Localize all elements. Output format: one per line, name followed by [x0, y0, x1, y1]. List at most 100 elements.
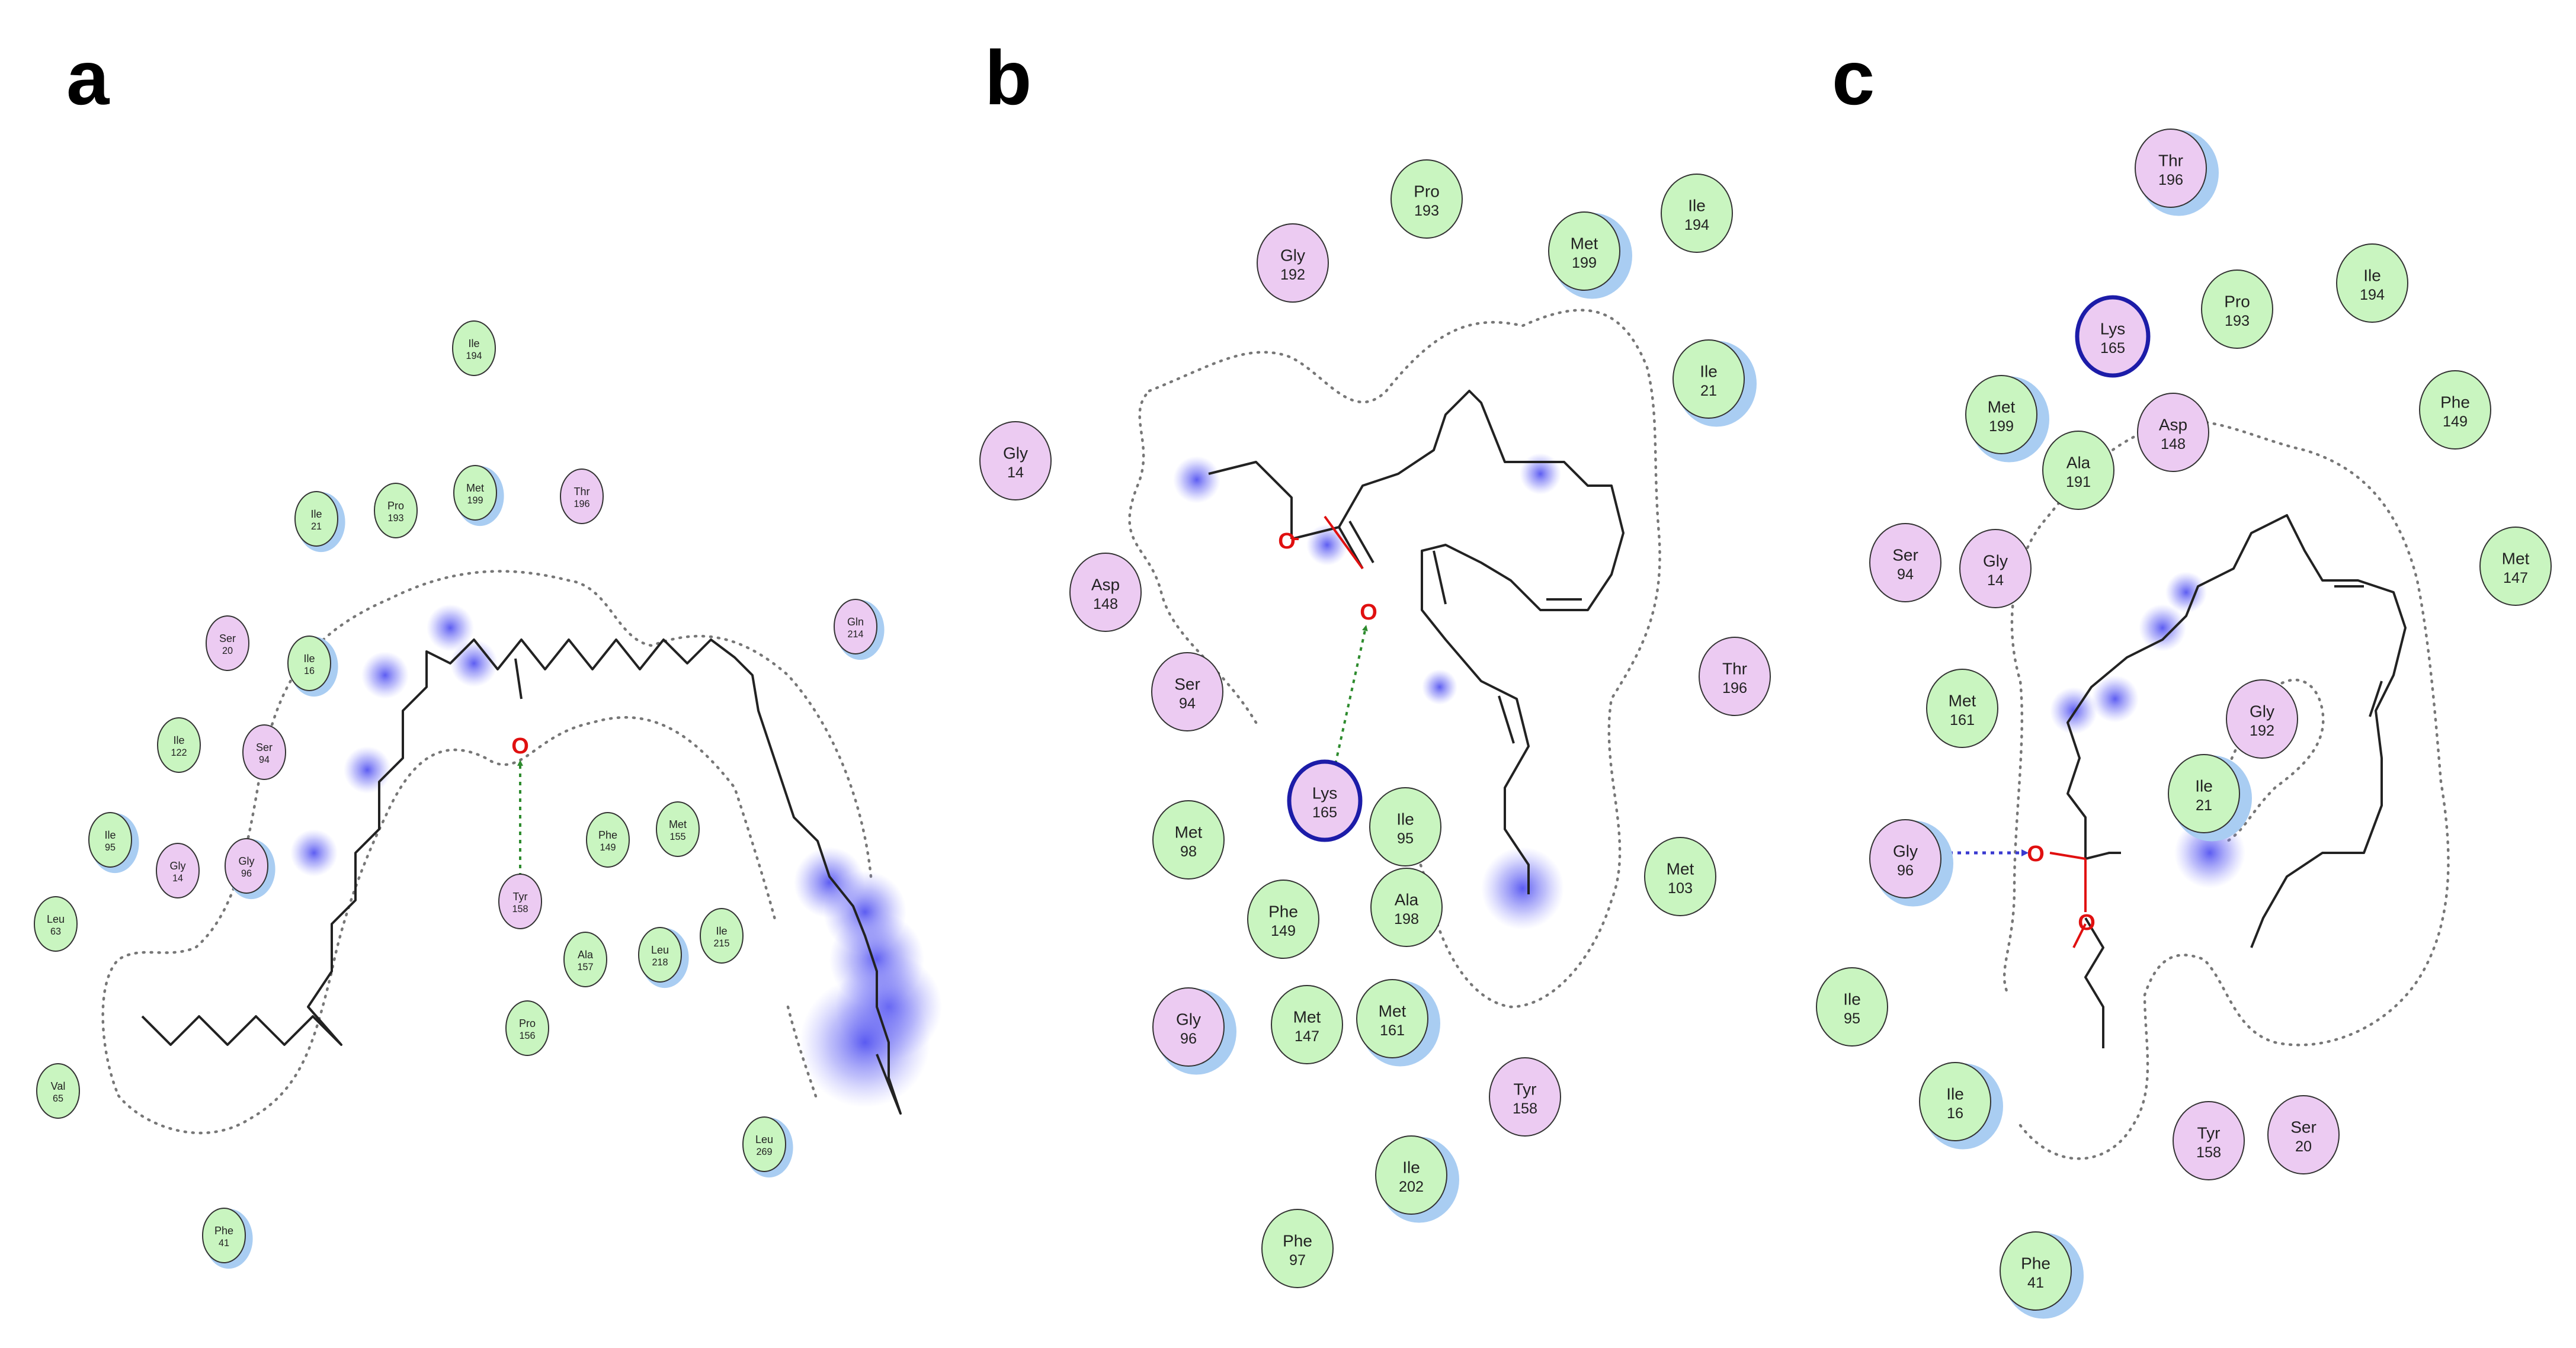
- residue-number: 156: [519, 1031, 535, 1041]
- residue-layer: Ile194Ile21Pro193Met199Thr196Ser20Ile16G…: [34, 129, 2552, 1319]
- residue-name: Leu: [755, 1134, 773, 1145]
- residue-number: 63: [50, 926, 61, 937]
- residue-disc: [638, 927, 682, 983]
- residue-number: 41: [2027, 1275, 2044, 1291]
- residue-disc: [586, 812, 630, 868]
- residue-number: 165: [2100, 340, 2125, 357]
- residue-disc: [202, 1208, 246, 1263]
- residue-disc: [1390, 159, 1463, 239]
- residue-name: Met: [1379, 1002, 1406, 1020]
- residue-name: Pro: [519, 1018, 536, 1029]
- ligand-exposure-blob: [1173, 456, 1220, 503]
- residue-disc: [560, 468, 604, 524]
- residue-name: Ile: [1843, 990, 1861, 1009]
- residue-number: 94: [259, 755, 270, 765]
- residue-disc: [1257, 223, 1329, 303]
- residue-name: Met: [466, 482, 484, 494]
- residue-disc: [1816, 967, 1888, 1047]
- residue-disc: [1069, 553, 1142, 632]
- residue-number: 158: [1513, 1100, 1537, 1117]
- residue-disc: [656, 801, 700, 857]
- residue-name: Met: [2502, 550, 2530, 568]
- residue-number: 218: [652, 957, 668, 968]
- residue-disc: [88, 812, 132, 868]
- residue-disc: [2168, 754, 2240, 833]
- residue-number: 149: [600, 842, 616, 853]
- residue-name: Ile: [1946, 1085, 1964, 1103]
- residue-number: 149: [1271, 923, 1296, 939]
- ligand-bonds-b: [1208, 390, 1625, 894]
- oxygen-atom-label: O: [511, 734, 529, 759]
- residue-number: 41: [219, 1238, 229, 1248]
- residue-disc: [1287, 759, 1363, 842]
- residue-name: Met: [1293, 1008, 1321, 1026]
- residue-met-147: Met 147: [2479, 527, 2552, 606]
- residue-name: Gly: [1003, 444, 1028, 463]
- residue-number: 215: [713, 938, 729, 949]
- ligand-bonds-b: [1433, 550, 1582, 744]
- ligand-exposure-blob: [800, 977, 930, 1108]
- residue-disc: [505, 1000, 549, 1056]
- residue-disc: [1370, 868, 1443, 947]
- residue-name: Ile: [468, 338, 479, 349]
- residue-disc: [2226, 679, 2298, 759]
- ester-bond: [2049, 852, 2087, 948]
- residue-disc: [2267, 1095, 2340, 1174]
- residue-disc: [1271, 985, 1343, 1064]
- oxygen-atom-label: O: [2078, 910, 2096, 935]
- residue-number: 20: [222, 646, 233, 656]
- residue-number: 196: [573, 499, 589, 509]
- oxygen-atom-label: O: [1278, 529, 1296, 554]
- residue-name: Phe: [1283, 1232, 1312, 1250]
- residue-disc: [2201, 269, 2273, 349]
- residue-disc: [156, 843, 200, 898]
- residue-disc: [157, 717, 201, 773]
- residue-disc: [2135, 129, 2207, 208]
- residue-disc: [2000, 1231, 2072, 1311]
- residue-disc: [2336, 243, 2408, 323]
- residue-number: 96: [241, 868, 252, 879]
- residue-number: 147: [2503, 570, 2528, 586]
- residue-disc: [1965, 375, 2037, 454]
- residue-name: Phe: [214, 1225, 233, 1237]
- hbond-lys165: [1334, 625, 1368, 765]
- residue-disc: [1261, 1209, 1334, 1288]
- residue-number: 97: [1289, 1252, 1306, 1269]
- residue-name: Phe: [2021, 1254, 2050, 1273]
- residue-disc: [287, 636, 331, 691]
- residue-number: 96: [1180, 1031, 1197, 1047]
- residue-number: 21: [2196, 797, 2212, 814]
- residue-disc: [1152, 987, 1225, 1067]
- residue-disc: [2173, 1101, 2245, 1180]
- residue-number: 95: [1844, 1010, 1860, 1027]
- residue-disc: [1959, 529, 2032, 608]
- residue-number: 193: [387, 513, 403, 524]
- residue-disc: [242, 724, 286, 780]
- residue-disc: [1369, 787, 1441, 866]
- residue-disc: [36, 1063, 80, 1119]
- residue-name: Ile: [2363, 267, 2381, 285]
- ester-bond: [1292, 515, 1364, 570]
- residue-disc: [1489, 1057, 1561, 1137]
- residue-number: 98: [1180, 843, 1197, 860]
- residue-disc: [1356, 979, 1428, 1058]
- residue-number: 21: [311, 521, 322, 532]
- ligand-exposure-blob: [1520, 453, 1561, 495]
